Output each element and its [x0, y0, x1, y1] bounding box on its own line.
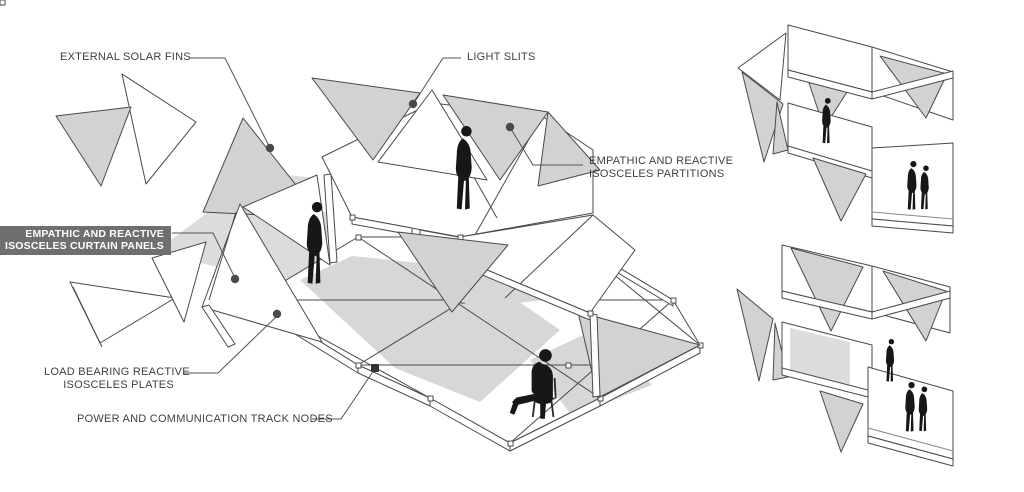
module-study-bottom: [736, 244, 954, 467]
solar-fins-dot: [265, 143, 275, 153]
light-slits-dot: [408, 99, 418, 109]
curtain-panels-dot: [230, 274, 240, 284]
label-external-solar-fins: EXTERNAL SOLAR FINS: [60, 51, 191, 63]
load-bearing-dot: [272, 309, 282, 319]
track-node-dot: [371, 364, 379, 372]
module-study-top: [737, 24, 954, 234]
label-isosceles-curtain-panels-highlighted: EMPATHIC AND REACTIVE ISOSCELES CURTAIN …: [0, 226, 171, 255]
label-light-slits: LIGHT SLITS: [467, 51, 536, 63]
leader-dots: [230, 99, 515, 372]
solar-fin-panels: [55, 73, 197, 348]
right-wall-panel: [577, 311, 701, 399]
label-load-bearing-plates: LOAD BEARING REACTIVE ISOSCELES PLATES: [44, 366, 190, 391]
label-track-nodes: POWER AND COMMUNICATION TRACK NODES: [77, 413, 333, 425]
main-axonometric-view: [0, 0, 704, 452]
leader-lines: [172, 57, 583, 420]
partitions-dot: [505, 122, 515, 132]
curtain-panel-cluster: [151, 117, 338, 348]
label-isosceles-partitions: EMPATHIC AND REACTIVE ISOSCELES PARTITIO…: [589, 155, 734, 180]
